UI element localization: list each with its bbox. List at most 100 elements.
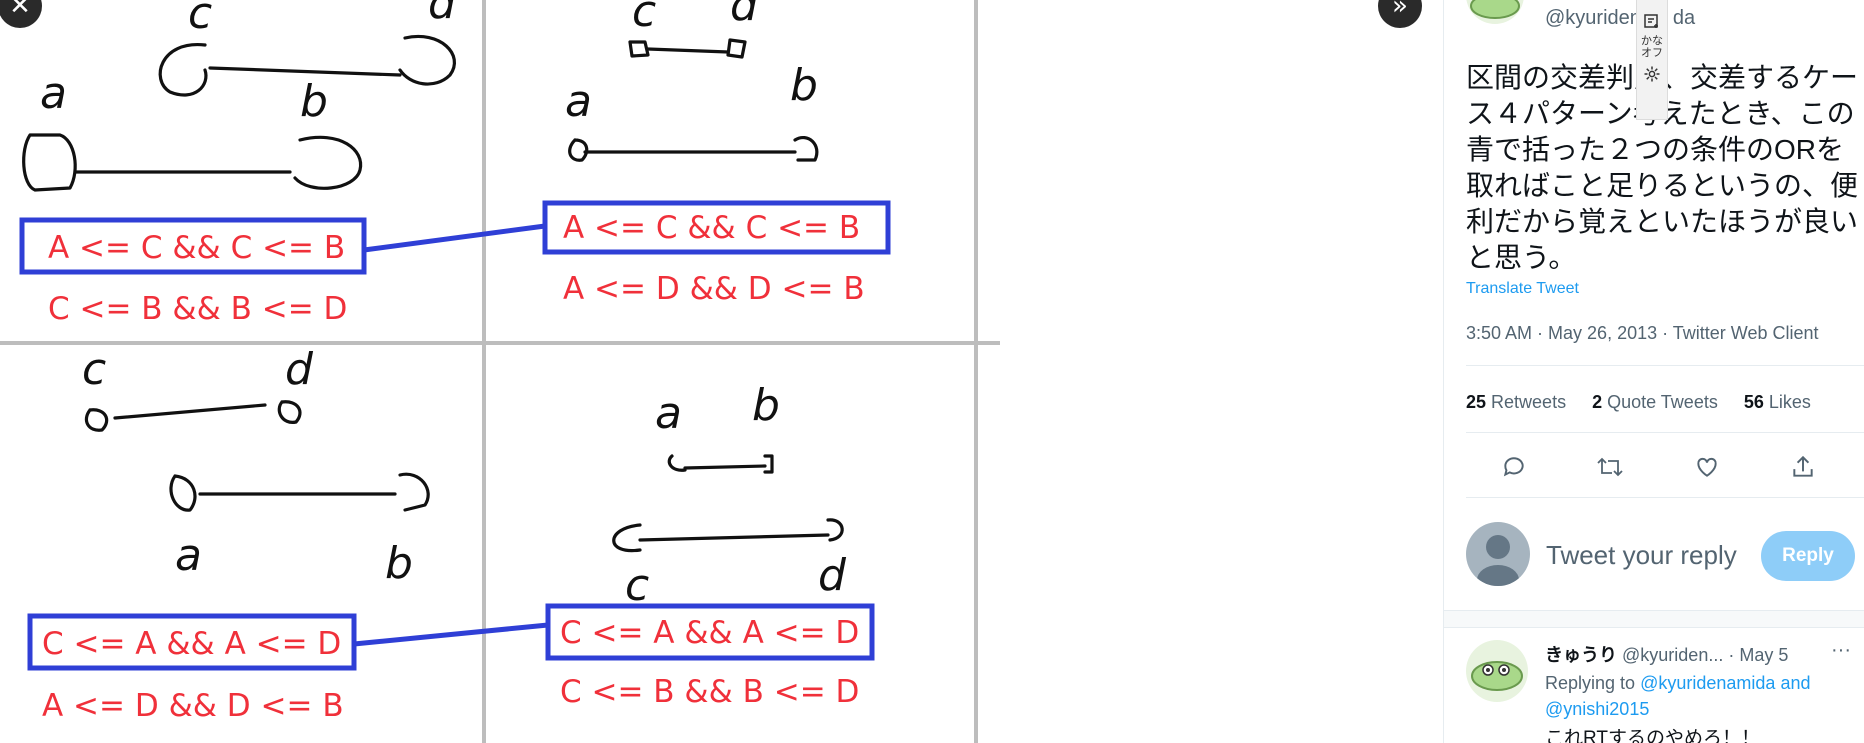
q3-endpoint-a: [169, 474, 197, 512]
reply-date[interactable]: · May 5: [1728, 645, 1789, 665]
kana-off-toggle[interactable]: かな オフ: [1641, 34, 1663, 59]
close-icon: ✕: [9, 0, 31, 21]
q3-label-c: c: [82, 344, 106, 395]
reply-header: きゅうり @kyuriden... · May 5: [1545, 641, 1864, 667]
quadrant-3: c d a b C <= A && A <= D A <= D && D <= …: [27, 344, 430, 724]
close-button[interactable]: ✕: [0, 0, 42, 28]
q4-endpoint-a: [667, 454, 687, 472]
q2-other-condition: A <= D && D <= B: [563, 271, 865, 307]
q3-boxed-condition: C <= A && A <= D: [42, 626, 341, 662]
q4-segment-cd: [638, 533, 830, 542]
q4-boxed-condition: C <= A && A <= D: [560, 615, 859, 651]
quote-tweets-count: 2: [1592, 392, 1603, 412]
q3-label-b: b: [385, 538, 413, 589]
q3-other-condition: A <= D && D <= B: [42, 688, 344, 724]
q1-endpoint-c: [158, 43, 208, 97]
cucumber-avatar-image: [1471, 661, 1523, 691]
retweets-count: 25: [1466, 392, 1487, 412]
tweet-timestamp[interactable]: 3:50 AM · May 26, 2013 · Twitter Web Cli…: [1466, 323, 1819, 343]
quote-tweets-label: Quote Tweets: [1607, 392, 1718, 412]
q1-endpoint-d: [398, 34, 457, 86]
q1-boxed-condition: A <= C && C <= B: [48, 230, 345, 266]
bottom-connector-line: [353, 622, 549, 647]
reply-text: これRTするのやめろ！！: [1545, 728, 1760, 743]
q2-endpoint-a: [568, 138, 589, 162]
like-action-button[interactable]: [1687, 447, 1727, 487]
q1-label-b: b: [300, 76, 328, 127]
reply-button[interactable]: Reply: [1761, 531, 1855, 581]
q1-other-condition: C <= B && B <= D: [48, 291, 347, 327]
retweet-icon: [1597, 457, 1624, 477]
q2-segment-cd: [646, 47, 730, 54]
q4-endpoint-d: [826, 518, 844, 542]
reply-author-avatar[interactable]: [1466, 640, 1528, 702]
q1-segment-cd: [208, 66, 402, 77]
quadrant-4: a b c d C <= A && A <= D C <= B && B <= …: [545, 380, 875, 710]
likes-label: Likes: [1768, 392, 1811, 412]
q2-label-d: d: [730, 0, 759, 31]
q4-condition-box: [545, 603, 875, 661]
section-divider: [1444, 610, 1864, 628]
q4-segment-ab: [683, 464, 767, 470]
q4-label-b: b: [752, 380, 780, 431]
ime-toolbar: かな オフ: [1636, 0, 1668, 120]
current-user-avatar: [1466, 522, 1530, 586]
more-options-button[interactable]: ···: [1831, 639, 1851, 662]
q1-endpoint-a: [22, 133, 77, 192]
divider: [1466, 432, 1864, 433]
q2-label-b: b: [790, 60, 818, 111]
likes-count: 56: [1743, 392, 1764, 412]
q4-other-condition: C <= B && B <= D: [560, 674, 859, 710]
note-add-icon[interactable]: [1643, 13, 1661, 29]
q2-endpoint-b: [793, 136, 819, 162]
q3-endpoint-c: [84, 408, 109, 432]
q4-endpoint-c: [612, 523, 642, 553]
quadrant-2: c d a b A <= C && C <= B A <= D && D <= …: [542, 0, 891, 307]
share-action-button[interactable]: [1783, 447, 1823, 487]
cucumber-avatar-image: [1470, 0, 1520, 19]
q1-label-c: c: [188, 0, 212, 39]
q2-endpoint-d: [726, 38, 747, 59]
q1-endpoint-b: [293, 135, 363, 190]
q4-label-c: c: [625, 560, 649, 611]
retweets-label: Retweets: [1491, 392, 1567, 412]
reply-author-handle[interactable]: @kyuriden...: [1622, 645, 1724, 665]
and-label[interactable]: and: [1780, 673, 1811, 693]
q4-label-d: d: [818, 550, 847, 601]
replying-to-line: Replying to @kyuridenamida and @ynishi20…: [1545, 670, 1855, 722]
q2-boxed-condition: A <= C && C <= B: [563, 210, 860, 246]
divider: [1466, 497, 1864, 498]
q1-label-a: a: [40, 68, 67, 119]
gear-icon[interactable]: [1643, 65, 1661, 83]
mention-link[interactable]: @kyuridenamida: [1640, 673, 1776, 693]
q2-label-c: c: [632, 0, 656, 37]
q3-label-a: a: [175, 530, 202, 581]
retweet-action-button[interactable]: [1590, 447, 1630, 487]
author-handle[interactable]: @kyuriden da: [1545, 7, 1695, 30]
reply-input[interactable]: Tweet your reply: [1546, 540, 1737, 570]
author-handle-head: @kyuriden: [1545, 7, 1641, 29]
tweet-text: 区間の交差判定、交差するケース４パターン考えたとき、この青で括った２つの条件のO…: [1466, 62, 1859, 273]
media-viewer: c d a b A <= C && C <= B C <= B && B <= …: [0, 0, 1422, 743]
divider: [1466, 365, 1864, 366]
q3-segment-cd: [113, 403, 267, 420]
tweet-panel: @kyuriden da 区間の交差判定、交差するケース４パターン考えたとき、この…: [1443, 0, 1864, 743]
author-avatar[interactable]: [1466, 0, 1524, 24]
q4-endpoint-b: [763, 454, 774, 474]
reply-icon: [1503, 457, 1524, 477]
reply-author-name[interactable]: きゅうり: [1545, 645, 1617, 665]
q2-label-a: a: [565, 76, 592, 127]
mention-link[interactable]: @ynishi2015: [1545, 699, 1650, 719]
replying-to-label: Replying to: [1545, 673, 1636, 693]
translate-tweet-link[interactable]: Translate Tweet: [1466, 280, 1579, 297]
quadrant-1: c d a b A <= C && C <= B C <= B && B <= …: [19, 0, 457, 327]
author-handle-tail: da: [1672, 7, 1696, 29]
q3-endpoint-b: [398, 472, 430, 512]
share-icon: [1793, 455, 1813, 477]
reply-action-button[interactable]: [1494, 447, 1534, 487]
q3-label-d: d: [285, 344, 314, 395]
